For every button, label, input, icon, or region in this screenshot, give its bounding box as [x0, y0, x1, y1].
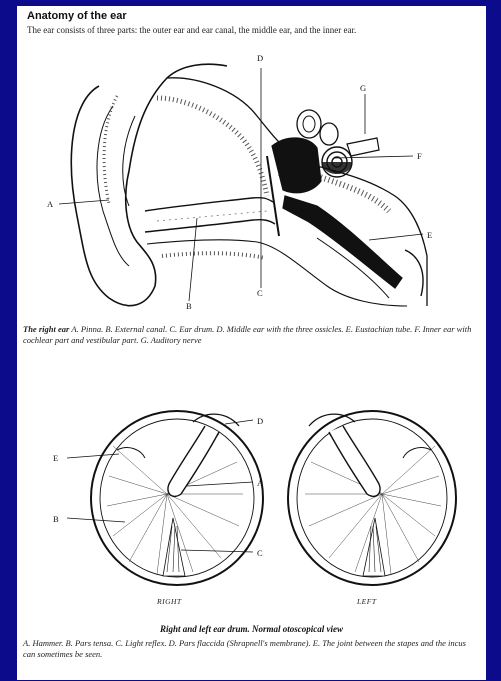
eardrum-caption-body: A. Hammer. B. Pars tensa. C. Light refle… [23, 638, 478, 659]
cochlea [322, 147, 352, 177]
hammer-left [329, 426, 380, 496]
drum-label-b: B [53, 514, 59, 524]
ear-label-a: A [47, 199, 54, 209]
drum-label-d: D [257, 416, 263, 426]
drum-label-e: E [53, 453, 58, 463]
left-eardrum [288, 411, 456, 585]
right-eardrum [67, 411, 263, 585]
ear-caption-body: A. Pinna. B. External canal. C. Ear drum… [23, 324, 471, 345]
ear-label-e: E [427, 230, 432, 240]
ear-label-g: G [360, 83, 366, 93]
ear-label-d: D [257, 53, 263, 63]
drum-label-a: A [257, 478, 264, 488]
ear-label-f: F [417, 151, 422, 161]
pinna-outline [71, 64, 227, 305]
auditory-nerve [347, 138, 379, 156]
left-side-label: LEFT [356, 597, 377, 606]
right-side-label: RIGHT [156, 597, 182, 606]
ear-label-b: B [186, 301, 192, 311]
ear-caption: The right ear A. Pinna. B. External cana… [23, 324, 478, 345]
drum-label-c: C [257, 548, 263, 558]
eardrum-caption-title: Right and left ear drum. Normal otoscopi… [17, 624, 486, 634]
ear-cross-section [59, 64, 427, 306]
document-page: Anatomy of the ear The ear consists of t… [17, 6, 486, 680]
ear-label-c: C [257, 288, 263, 298]
external-canal [145, 198, 273, 211]
ear-caption-lead: The right ear [23, 324, 69, 334]
